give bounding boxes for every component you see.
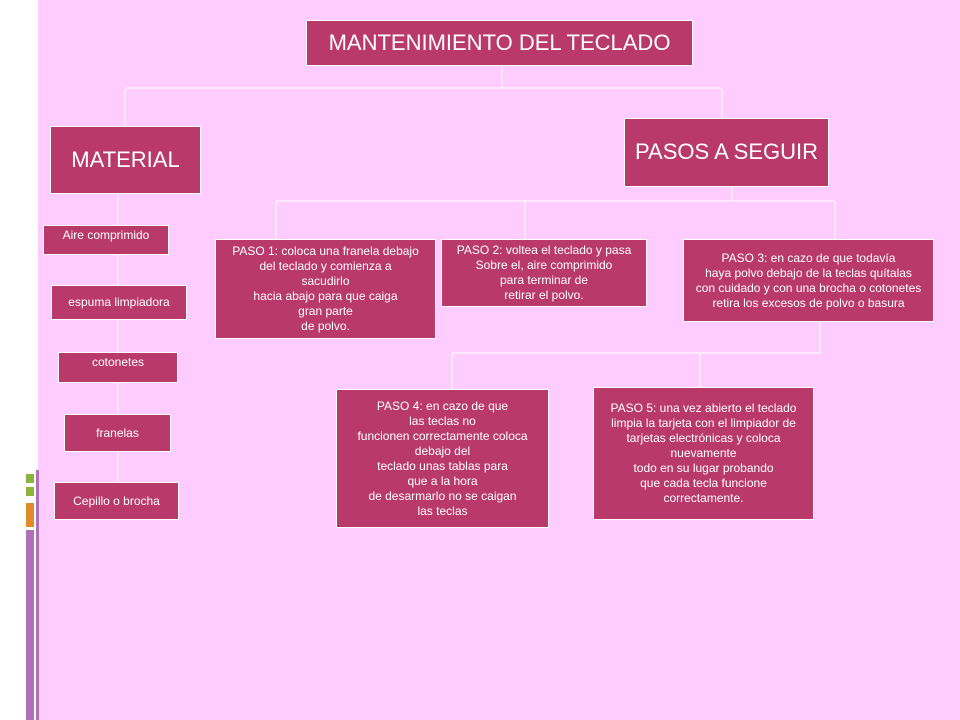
accent-bar-purple-2 <box>36 470 39 720</box>
material-heading: MATERIAL <box>50 126 201 194</box>
paso-3-box: PASO 3: en cazo de que todavía haya polv… <box>683 239 934 322</box>
title-box: MANTENIMIENTO DEL TECLADO <box>306 20 693 66</box>
accent-bar-green-1 <box>26 474 34 483</box>
paso-4-box: PASO 4: en cazo de que las teclas no fun… <box>336 389 549 528</box>
material-item-cepillo-o-brocha: Cepillo o brocha <box>54 482 179 520</box>
paso-5-box: PASO 5: una vez abierto el teclado limpi… <box>593 387 814 520</box>
material-item-espuma-limpiadora: espuma limpiadora <box>51 285 187 320</box>
accent-bar-orange <box>26 503 34 527</box>
accent-bar-green-2 <box>26 487 34 496</box>
material-item-franelas: franelas <box>64 414 171 452</box>
pasos-heading: PASOS A SEGUIR <box>624 118 829 187</box>
paso-2-box: PASO 2: voltea el teclado y pasa Sobre e… <box>441 239 647 307</box>
material-item-cotonetes: cotonetes <box>58 352 178 383</box>
accent-bar-purple-1 <box>26 530 34 720</box>
paso-1-box: PASO 1: coloca una franela debajo del te… <box>215 239 436 339</box>
material-item-aire-comprimido: Aire comprimido <box>43 225 169 255</box>
